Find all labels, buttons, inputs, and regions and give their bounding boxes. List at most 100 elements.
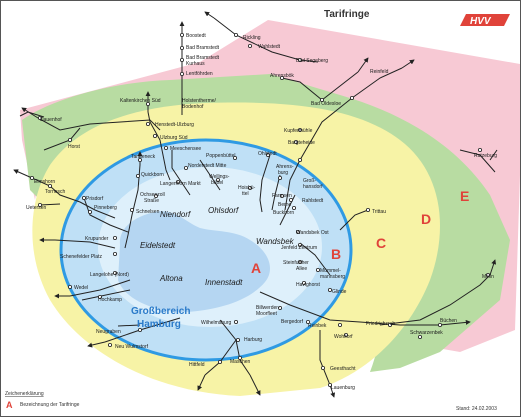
station-label: Lauenburg [331, 385, 355, 391]
station-label: Rahlstedt [302, 198, 324, 204]
station-label: Elmshorn [34, 179, 55, 185]
station-label: Langelohe (Nord) [90, 272, 129, 278]
station-label: Ahrens- [276, 164, 294, 170]
station-label: Geesthacht [330, 366, 356, 372]
station-label: Ohlstedt [258, 151, 277, 157]
station-label: Buckhorn [273, 210, 294, 216]
station-label: Ulzburg Süd [160, 135, 188, 141]
station-label: Wedel [74, 285, 88, 291]
station-label: Uetersen [26, 205, 47, 211]
ring-label-e: E [460, 188, 469, 204]
station-label: Mölln [482, 274, 494, 280]
station-label: Büchen [440, 318, 457, 324]
station-label: Kurhaus [186, 61, 205, 67]
ring-label-a: A [251, 260, 261, 276]
station-label: Hittfeld [189, 362, 205, 368]
station-label: hansdorf [303, 184, 323, 190]
station-label: Billwerder- [256, 305, 280, 311]
station-label: Havighorst [296, 282, 321, 288]
station-label: Tornesch [45, 189, 66, 195]
station-label: Ahrensbök [270, 73, 294, 79]
station-label: Neugraben [96, 329, 121, 335]
station-label: Meeschensee [170, 146, 201, 152]
station-label: Ochsenzoll [140, 192, 165, 198]
station-label: Wandsbek Ost [296, 230, 329, 236]
station-label: Farmsen [272, 193, 292, 199]
station-label: Allee [296, 266, 307, 272]
station-label: Poppenbüttel [206, 153, 235, 159]
district-innenstadt: Innenstadt [205, 278, 243, 287]
station-label: Quickborn [141, 172, 164, 178]
station-label: Wohltorf [334, 334, 353, 340]
station-label: Schwarzenbek [410, 330, 443, 336]
district-eidelstedt: Eidelstedt [140, 241, 176, 250]
station-label: Ratzeburg [474, 153, 497, 159]
ring-label-b: B [331, 246, 341, 262]
station-label: Henstedt-Ulzburg [155, 122, 194, 128]
station-label: Friedrichsruh [366, 321, 395, 327]
station-label: Berne [278, 202, 292, 208]
station-label: Pinneberg [94, 205, 117, 211]
station-label: Tanneneck [131, 154, 156, 160]
map-title: Tarifringe [324, 9, 370, 20]
district-altona: Altona [159, 274, 183, 283]
station-label: Bad Segeberg [296, 58, 328, 64]
logo-text: HVV [470, 16, 492, 27]
station-label: Prisdorf [86, 196, 104, 202]
station-label: Schnelsen [136, 209, 160, 215]
station-label: Norderstedt Mitte [188, 163, 227, 169]
station-label: Rickling [243, 35, 261, 41]
core-area [118, 211, 270, 312]
legend-text: Bezeichnung der Tarifringe [20, 402, 80, 408]
station-label: Horst [68, 144, 81, 150]
station-label: Dauenhof [40, 117, 62, 123]
legend-title: Zeichenerklärung [5, 391, 44, 397]
station-label: Harburg [244, 337, 262, 343]
station-label: Boostedt [186, 33, 206, 39]
station-label: Wellings- [209, 174, 230, 180]
ring-label-c: C [376, 235, 386, 251]
station-label: burg [278, 170, 288, 176]
station-label: Reinbek [308, 323, 327, 329]
station-label: Bargteheide [288, 140, 315, 146]
district-ohlsdorf: Ohlsdorf [208, 206, 239, 215]
station-label: Kupfermühle [284, 128, 313, 134]
station-label: Krupunder [85, 236, 109, 242]
hvv-logo: HVV [460, 14, 510, 27]
core-label-line1: Großbereich [131, 306, 190, 317]
station-label: Groß- [303, 178, 316, 184]
station-label: Bodenhof [182, 104, 204, 110]
legend: Zeichenerklärung A Bezeichnung der Tarif… [5, 391, 80, 410]
station-label: Trittau [372, 209, 386, 215]
station-label: Bergedorf [281, 319, 304, 325]
district-wandsbek: Wandsbek [256, 237, 295, 246]
station-label: Moorfleet [256, 311, 277, 317]
station-label: Holstentherme/ [182, 98, 217, 104]
legend-symbol: A [6, 400, 13, 410]
station-label: Neu Wulmstorf [115, 344, 149, 350]
ring-label-d: D [421, 211, 431, 227]
station-label: Lentföhrden [186, 71, 213, 77]
station-label: Maschen [230, 359, 251, 365]
station-label: Reinfeld [370, 69, 389, 75]
station-label: Jenfeld Zentrum [281, 245, 317, 251]
station-label: Bad Bramstedt [186, 55, 220, 61]
train-lines [13, 11, 498, 398]
station-label: Steinfurther [283, 260, 309, 266]
station-label: Wahlstedt [258, 44, 281, 50]
station-label: Bad Bramstedt [186, 45, 220, 51]
station-label: Langenhorn Markt [160, 181, 201, 187]
station-labels: Boostedt Bad Bramstedt Bad Bramstedt Kur… [26, 33, 497, 391]
station-label: Kaltenkirchen Süd [120, 98, 161, 104]
station-label: Hoisbü- [238, 185, 256, 191]
station-label: Hochkamp [98, 297, 122, 303]
station-label: Wilhelmsburg [201, 320, 232, 326]
station-label: mannsberg [320, 274, 345, 280]
district-niendorf: Niendorf [160, 210, 191, 219]
core-label-line2: Hamburg [137, 319, 181, 330]
station-label: Glinde [332, 289, 347, 295]
station-label: Straße [144, 198, 159, 204]
station-label: Schenefelder Platz [60, 254, 102, 260]
station-label: ttel [242, 191, 249, 197]
